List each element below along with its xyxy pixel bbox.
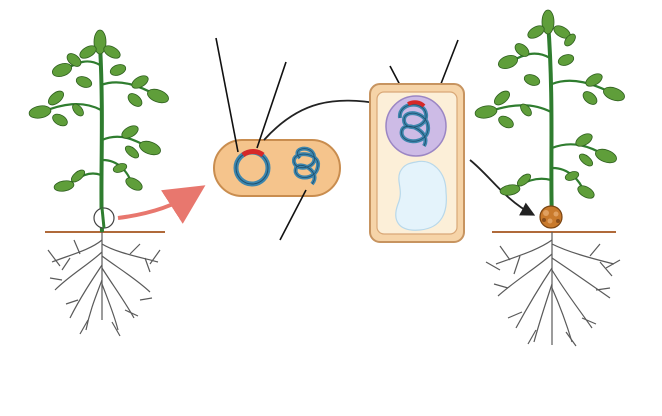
pointer-t-dna (256, 61, 287, 149)
plant-cell (369, 83, 465, 243)
transfer-arrow (263, 95, 386, 141)
leaves-right (474, 9, 625, 199)
leaves-left (28, 29, 169, 192)
t-dna-segment (241, 149, 265, 158)
gall-arrow (469, 159, 536, 216)
root-system-left (47, 232, 161, 337)
crown-gall (539, 205, 563, 229)
infected-plant (474, 9, 625, 347)
healthy-plant (28, 29, 169, 337)
stem-left (98, 44, 104, 233)
stem-right (546, 21, 554, 223)
vacuole (395, 160, 447, 231)
infection-arrow (117, 185, 206, 224)
integrated-t-dna (407, 100, 426, 108)
agrobacterium-cell (213, 139, 341, 197)
root-system-right (485, 232, 621, 347)
pointer-plasmid (215, 37, 239, 153)
wound-stem-segment (100, 207, 106, 229)
pointer-chromosome (279, 189, 307, 241)
bacterium-body (213, 139, 341, 197)
